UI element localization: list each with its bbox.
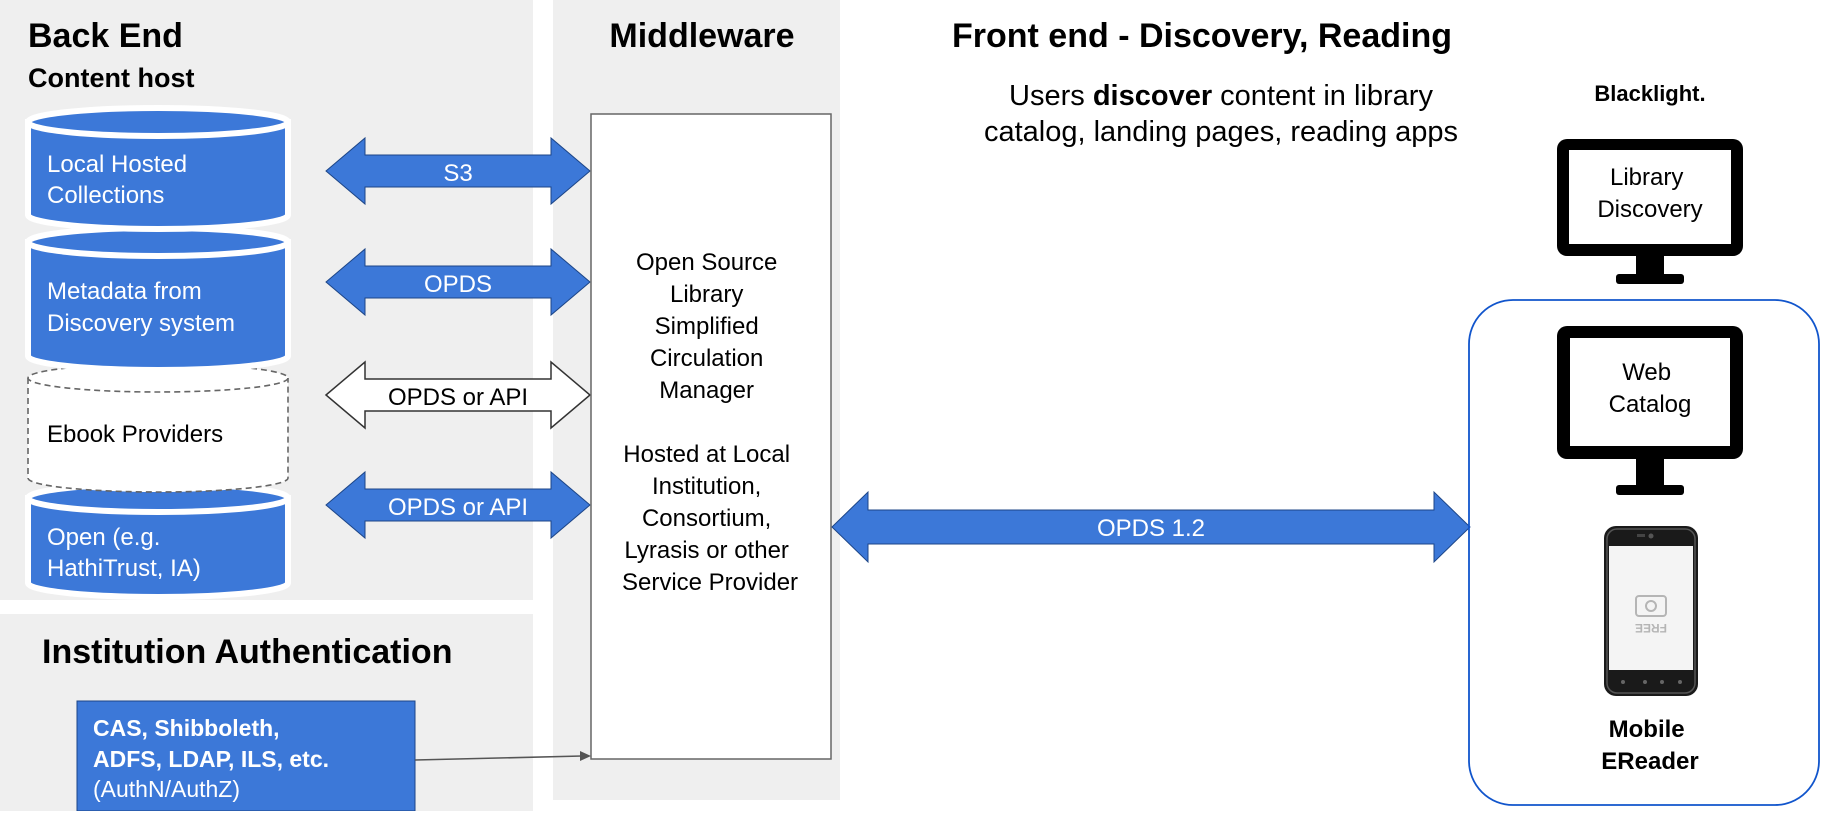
- link-opds-1-2: OPDS 1.2: [831, 490, 1471, 564]
- source-metadata-label: Metadata from Discovery system: [47, 278, 235, 337]
- web-catalog-monitor: Web Catalog: [1556, 315, 1744, 502]
- frontend-description-line2: catalog, landing pages, reading apps: [984, 116, 1458, 148]
- connector-ebook-opds-api-label: OPDS or API: [388, 384, 528, 411]
- auth-methods-line2: ADFS, LDAP, ILS, etc.: [93, 746, 329, 772]
- mobile-phone-image: FREE: [1598, 519, 1703, 702]
- connector-opds-label: OPDS: [424, 271, 492, 298]
- middleware-description: Open Source Library Simplified Circulati…: [622, 249, 798, 596]
- source-open-label: Open (e.g. HathiTrust, IA): [47, 524, 201, 582]
- auth-methods-line1: CAS, Shibboleth,: [93, 715, 280, 741]
- connector-open-opds-api-label: OPDS or API: [388, 494, 528, 521]
- middleware-box: [590, 113, 832, 760]
- auth-methods-box: [76, 700, 416, 812]
- link-opds-1-2-label: OPDS 1.2: [1097, 515, 1205, 542]
- backend-subtitle: Content host: [28, 63, 194, 93]
- source-local-collections-label: Local Hosted Collections: [47, 151, 194, 209]
- connector-s3: S3: [325, 136, 591, 206]
- frontend-description-line1: Users discover content in library: [1009, 80, 1433, 112]
- connector-s3-label: S3: [443, 160, 472, 187]
- auth-methods-line3: (AuthN/AuthZ): [93, 776, 240, 802]
- source-local-collections-cylinder: Local Hosted Collections: [25, 105, 291, 232]
- middleware-title: Middleware: [609, 17, 794, 55]
- blacklight-label: Blacklight.: [1594, 81, 1705, 106]
- web-catalog-label: Web Catalog: [1609, 359, 1692, 418]
- connector-ebook-opds-api: OPDS or API: [324, 360, 592, 430]
- mobile-ereader-label: Mobile EReader: [1601, 716, 1698, 775]
- connector-open-opds-api: OPDS or API: [325, 470, 591, 540]
- source-ebook-providers-label: Ebook Providers: [47, 421, 223, 448]
- auth-title: Institution Authentication: [42, 633, 452, 671]
- mobile-web-group-outline: [1468, 299, 1820, 806]
- phone-camera-icon: [1635, 595, 1667, 617]
- auth-connector-arrow: [414, 751, 591, 761]
- connector-opds: OPDS: [325, 247, 591, 317]
- source-metadata-cylinder: Metadata from Discovery system: [25, 225, 291, 373]
- frontend-title: Front end - Discovery, Reading: [952, 17, 1452, 55]
- source-ebook-providers-cylinder: Ebook Providers: [27, 363, 289, 493]
- source-open-cylinder: Open (e.g. HathiTrust, IA): [25, 481, 291, 600]
- library-discovery-label: Library Discovery: [1597, 164, 1702, 223]
- library-discovery-monitor: Library Discovery: [1556, 127, 1744, 290]
- phone-logo-text: FREE: [1635, 621, 1667, 635]
- backend-title: Back End: [28, 17, 183, 55]
